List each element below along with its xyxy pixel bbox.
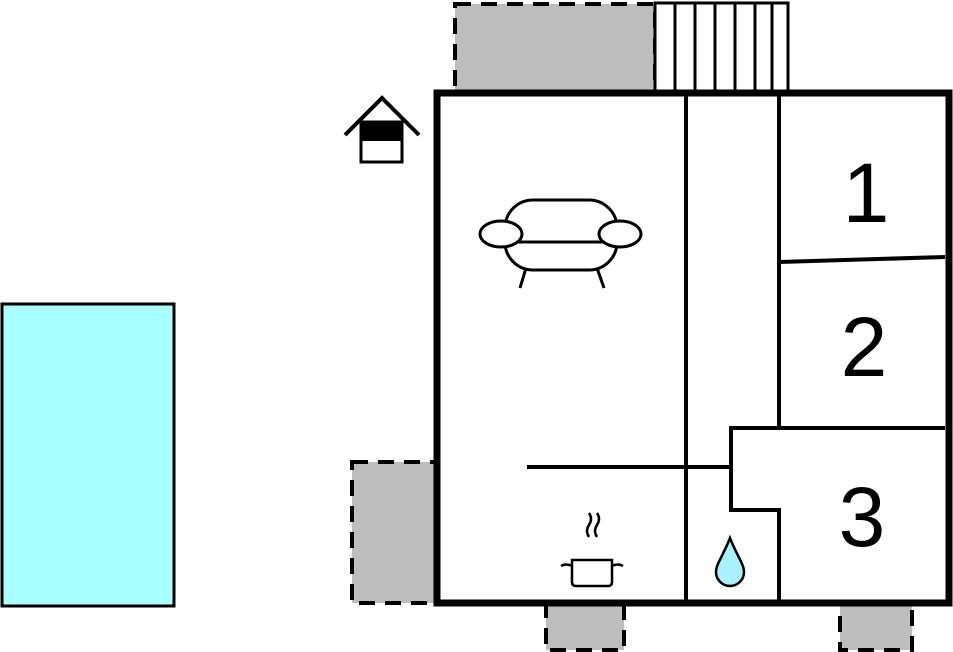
terrace-bottom-left (544, 602, 626, 652)
stairs (653, 1, 790, 94)
terrace-top (453, 2, 657, 94)
room-label-2: 2 (841, 300, 888, 394)
room-label-3: 3 (839, 470, 886, 564)
water-drop-icon (714, 534, 746, 588)
terrace-left (350, 460, 438, 605)
entrance-icon (343, 95, 421, 164)
sofa-icon (478, 198, 643, 289)
house-outline (433, 89, 953, 607)
room-label-1: 1 (843, 146, 890, 240)
interior-walls (527, 96, 946, 600)
pool (0, 302, 176, 608)
cooking-pot-icon (560, 512, 624, 588)
terrace-bottom-right (838, 602, 914, 652)
